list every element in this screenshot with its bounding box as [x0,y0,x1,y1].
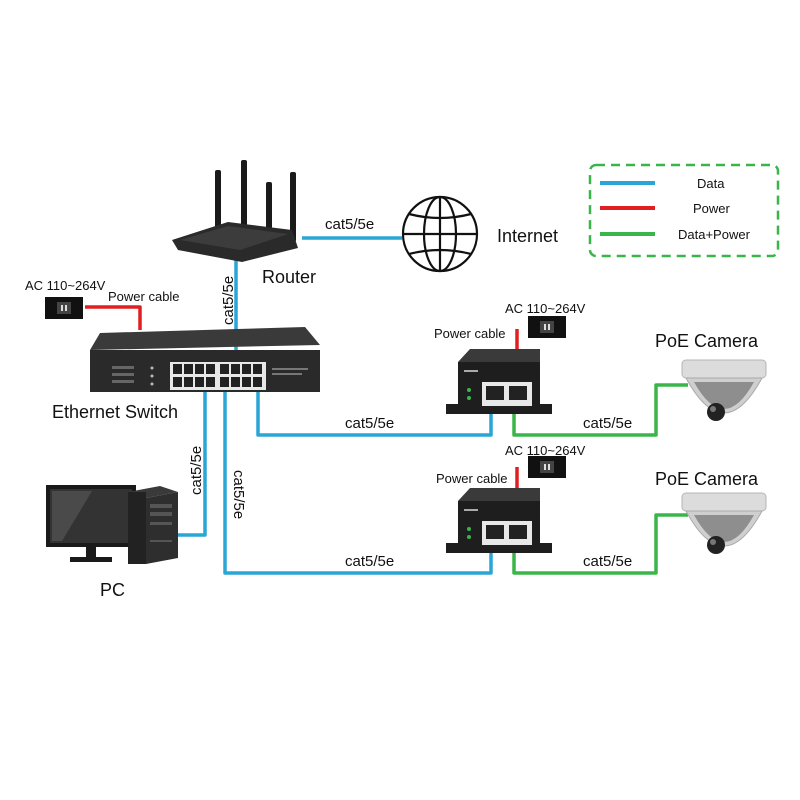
dome-camera-icon [681,359,767,421]
cable-label-switch-pc: cat5/5e [188,446,205,495]
legend-data-power-label: Data+Power [678,227,751,242]
cables [85,236,688,575]
camera1-label: PoE Camera [655,331,759,351]
camera2-label: PoE Camera [655,469,759,489]
switch-power-voltage: AC 110~264V [25,278,106,293]
cable-injector1-camera [512,383,688,437]
router-antenna-4 [290,172,296,242]
cable-switch-injector1 [256,388,493,437]
legend-border [588,163,780,258]
injector2-ports [482,521,532,545]
dome-camera-icon [681,492,767,554]
cable-switch-injector2 [223,388,493,575]
router-antenna-3 [266,182,272,232]
pc-label: PC [100,580,125,600]
cable-injector2-camera [512,513,688,575]
power-plug-icon [45,297,83,319]
cable-label-injector1-camera: cat5/5e [583,415,632,432]
cable-label-switch-injector2-vertical: cat5/5e [230,470,247,519]
switch-top [90,327,320,350]
injector1-ports [482,382,532,406]
internet-label: Internet [497,226,558,246]
cable-switch-pc [172,388,207,537]
pc [46,485,178,564]
monitor-icon [46,485,136,562]
cable-label-switch-injector1: cat5/5e [345,415,394,432]
ethernet-switch [90,327,320,392]
switch-port-panel [170,362,266,390]
power-plug-icon [528,456,566,478]
cable-label-injector2-camera: cat5/5e [583,553,632,570]
injector1-power-voltage: AC 110~264V [505,301,586,316]
cable-labels: cat5/5e cat5/5e cat5/5e cat5/5e cat5/5e … [188,216,632,570]
poe-injector-1 [446,349,552,414]
router: Router [172,160,316,287]
globe-icon [401,195,479,273]
cable-label-switch-injector2: cat5/5e [345,553,394,570]
injector2-power-voltage: AC 110~264V [505,443,586,458]
power-plug-icon [528,316,566,338]
poe-injector-2 [446,488,552,553]
legend-data-label: Data [697,176,725,191]
pc-tower-icon [128,486,178,564]
switch-power-cable-label: Power cable [108,289,180,304]
injector1-power-cable-label: Power cable [434,326,506,341]
cable-label-router-internet: cat5/5e [325,216,374,233]
router-body-top [180,226,288,250]
router-antenna-2 [241,160,247,230]
router-antenna-1 [215,170,221,230]
legend-power-label: Power [693,201,731,216]
switch-label: Ethernet Switch [52,402,178,422]
injector2-power-cable-label: Power cable [436,471,508,486]
power-cable-switch [85,305,142,330]
router-label: Router [262,267,316,287]
cable-label-router-switch: cat5/5e [220,276,237,325]
legend: Data Power Data+Power [588,163,780,258]
